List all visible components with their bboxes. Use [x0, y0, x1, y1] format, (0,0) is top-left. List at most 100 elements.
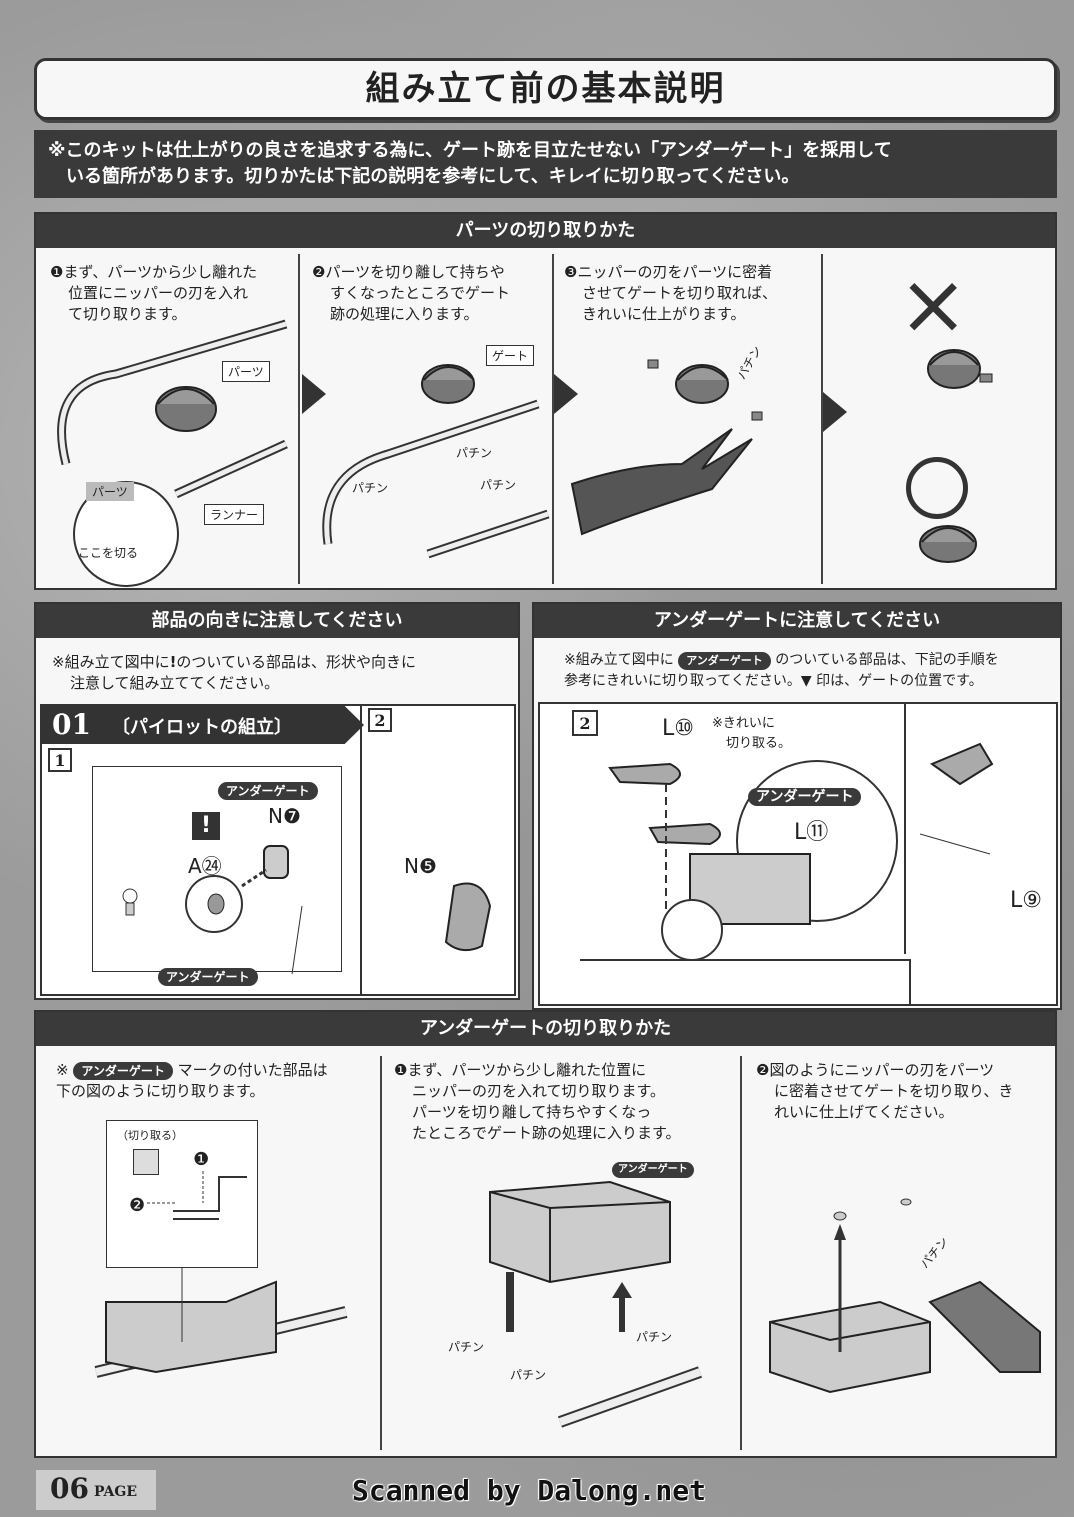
- intro-line-2: いる箇所があります。切りかたは下記の説明を参考にして、キレイに切り取ってください…: [48, 166, 800, 187]
- marker-1: ❶: [193, 1149, 210, 1170]
- part-label-l11: L⑪: [794, 820, 829, 845]
- scan-credit: Scanned by Dalong.net: [352, 1474, 707, 1507]
- cut-detail-illustration: [147, 1171, 247, 1220]
- finished-part-illustration: [919, 349, 993, 563]
- runner-illustration: [57, 319, 288, 587]
- bad-mark-icon: ×: [898, 255, 969, 353]
- under-gate-badge: アンダーゲート: [218, 782, 318, 800]
- bracket-parts-illustration: [580, 742, 994, 1004]
- under-gate-header: アンダーゲートに注意してください: [534, 604, 1060, 638]
- nipper-illustration: [570, 359, 763, 536]
- undercut-col1-line1b: マークの付いた部品は: [177, 1061, 328, 1079]
- orientation-text: ※組み立て図中に!のついている部品は、形状や向きに 注意して組み立ててください。: [52, 652, 512, 694]
- assembly-area: 01 〔パイロットの組立〕 1 2 アンダーゲート アンダーゲート ! N❼ A…: [40, 704, 516, 996]
- arrow-right-icon: [302, 374, 326, 414]
- undercut-col2-illustration: [489, 1180, 703, 1428]
- right-detail-box: [904, 704, 906, 954]
- cut-step1-line1: ❶まず、パーツから少し離れた: [50, 263, 258, 281]
- page-number-digits: 06: [50, 1472, 89, 1505]
- under-gate-line1b: のついている部品は、下記の手順を: [775, 652, 999, 668]
- under-gate-badge: アンダーゲート: [73, 1062, 173, 1080]
- cut-step2-line1: ❷パーツを切り離して持ちや: [312, 263, 505, 281]
- undercut-col3-line2: に密着させてゲートを切り取り、き: [774, 1082, 1014, 1100]
- pilot-parts-illustration: [122, 845, 492, 975]
- orientation-section: 部品の向きに注意してください ※組み立て図中に!のついている部品は、形状や向きに…: [34, 602, 520, 1000]
- orientation-line2: 注意して組み立ててください。: [70, 674, 280, 692]
- undercut-divider-2: [740, 1056, 742, 1450]
- snip-sound: パチン: [510, 1368, 547, 1382]
- part-label-n5: N❺: [404, 854, 437, 878]
- substep-1: 1: [48, 748, 72, 772]
- undercut-col1-illustration: [94, 1268, 348, 1378]
- cut-divider-2: [552, 254, 554, 584]
- cut-detail-box: （切り取る） ❶ ❷: [106, 1120, 258, 1268]
- title-banner: 組み立て前の基本説明: [34, 58, 1057, 120]
- nipper-icon: [133, 1149, 159, 1175]
- undercut-col2-text: ❶まず、パーツから少し離れた位置に ニッパーの刃を入れて切り取ります。 パーツを…: [394, 1060, 734, 1144]
- under-gate-badge: アンダーゲート: [612, 1162, 694, 1178]
- snip-sound: パチン: [352, 481, 389, 495]
- cut-step1-line2: 位置にニッパーの刃を入れ: [68, 284, 249, 302]
- step-title: 〔パイロットの組立〕: [112, 717, 292, 738]
- cut-step1-line3: て切り取ります。: [68, 305, 187, 323]
- substep-2: 2: [368, 708, 392, 732]
- undercut-col1-line2: 下の図のように切り取ります。: [56, 1082, 265, 1100]
- under-gate-section: アンダーゲートに注意してください ※組み立て図中に アンダーゲート のついている…: [532, 602, 1062, 1010]
- snip-sound: パチン: [448, 1340, 485, 1354]
- part-label-l9: L⑨: [1010, 888, 1042, 913]
- part-label-a24: A㉔: [188, 854, 222, 878]
- clean-cut-note: ※きれいに 切り取る。: [712, 714, 791, 754]
- warning-box-icon: !: [192, 812, 220, 840]
- under-gate-diagram: 2 L⑩ ※きれいに 切り取る。 アンダーゲート L⑪ L⑨: [538, 702, 1058, 1006]
- page-title: 組み立て前の基本説明: [365, 69, 726, 109]
- marker-2: ❷: [129, 1195, 146, 1216]
- page-number-word: PAGE: [94, 1484, 137, 1500]
- undercut-col3-line1: ❷図のようにニッパーの刃をパーツ: [756, 1061, 995, 1079]
- under-gate-badge: アンダーゲート: [748, 788, 862, 806]
- step-banner: 01 〔パイロットの組立〕: [42, 706, 364, 744]
- substep-divider: [360, 706, 362, 994]
- label-part-zoom: パーツ: [86, 482, 134, 501]
- under-gate-text: ※組み立て図中に アンダーゲート のついている部品は、下記の手順を 参考にきれい…: [564, 650, 1060, 692]
- cut-divider-1: [298, 254, 300, 584]
- intro-box: ※このキットは仕上がりの良さを追求する為に、ゲート跡を目立たせない「アンダーゲー…: [34, 130, 1057, 198]
- under-gate-badge: アンダーゲート: [158, 968, 258, 986]
- under-gate-cut-header: アンダーゲートの切り取りかた: [36, 1012, 1055, 1046]
- cut-section: パーツの切り取りかた ❶まず、パーツから少し離れた 位置にニッパーの刃を入れ て…: [34, 212, 1057, 590]
- cut-step3-line1: ❸ニッパーの刃をパーツに密着: [564, 263, 773, 281]
- label-gate: ゲート: [486, 345, 535, 366]
- cut-step3-text: ❸ニッパーの刃をパーツに密着 させてゲートを切り取れば、 きれいに仕上がります。: [564, 262, 819, 325]
- cut-section-header: パーツの切り取りかた: [36, 214, 1055, 248]
- orientation-line1b: のついている部品は、形状や向きに: [176, 653, 416, 671]
- undercut-col1-text: ※ アンダーゲート マークの付いた部品は 下の図のように切り取ります。: [56, 1060, 376, 1102]
- undercut-col3-illustration: [769, 1198, 1041, 1394]
- clean-cut-note-1: ※きれいに: [712, 716, 775, 731]
- separated-part-illustration: [322, 364, 550, 559]
- snip-sound: パチン: [456, 446, 493, 460]
- orientation-line1: ※組み立て図中に: [52, 653, 170, 671]
- substep-2: 2: [572, 710, 598, 736]
- under-gate-line2: 参考にきれいに切り取ってください。▼ 印は、ゲートの位置です。: [564, 673, 983, 689]
- snip-sound: パチン: [480, 478, 517, 492]
- arrow-right-icon: [823, 392, 847, 432]
- cut-step3-line2: させてゲートを切り取れば、: [582, 284, 778, 302]
- undercut-col3-line3: れいに仕上げてください。: [774, 1103, 954, 1121]
- undercut-col2-line2: ニッパーの刃を入れて切り取ります。: [412, 1082, 666, 1100]
- label-part: パーツ: [222, 361, 270, 382]
- undercut-col1-prefix: ※: [56, 1061, 69, 1079]
- cut-step1-text: ❶まず、パーツから少し離れた 位置にニッパーの刃を入れ て切り取ります。: [50, 262, 295, 325]
- undercut-col2-line1: ❶まず、パーツから少し離れた位置に: [394, 1061, 647, 1079]
- undercut-col2-line3: パーツを切り離して持ちやすくなっ: [412, 1103, 652, 1121]
- good-mark-icon: [906, 457, 968, 519]
- undercut-divider-1: [380, 1056, 382, 1450]
- warning-icon: !: [169, 653, 177, 671]
- cut-label: （切り取る）: [117, 1129, 183, 1142]
- orientation-header: 部品の向きに注意してください: [36, 604, 518, 638]
- arrow-right-icon: [554, 374, 578, 414]
- cut-step3-line3: きれいに仕上がります。: [582, 305, 746, 323]
- label-runner: ランナー: [204, 504, 265, 525]
- cut-divider-3: [821, 254, 823, 584]
- label-cut-here: ここを切る: [78, 546, 139, 560]
- under-gate-cut-section: アンダーゲートの切り取りかた ※ アンダーゲート マークの付いた部品は 下の図の…: [34, 1010, 1057, 1458]
- intro-line-1: ※このキットは仕上がりの良さを追求する為に、ゲート跡を目立たせない「アンダーゲー…: [48, 140, 892, 161]
